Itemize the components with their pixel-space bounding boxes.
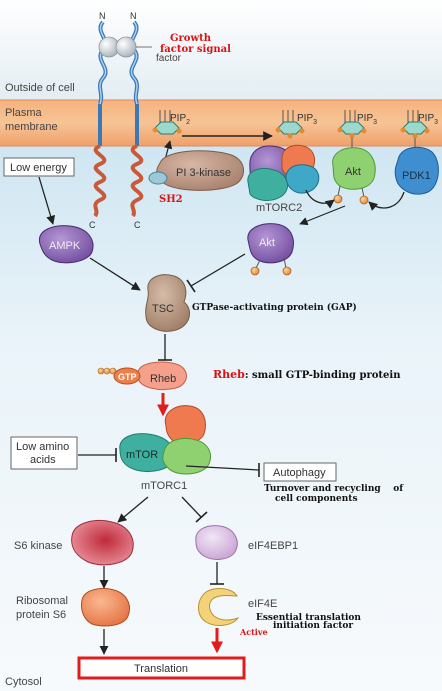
mtorc1-to-s6k-arrow — [117, 496, 149, 523]
sh2-label: SH2 — [159, 194, 183, 205]
eif4ebp1 — [195, 525, 238, 560]
growth-factor-ligand — [98, 36, 137, 58]
plasma-membrane-label-1: Plasma — [5, 107, 43, 119]
s6-kinase-label: S6 kinase — [14, 540, 62, 552]
akt-membrane-label: Akt — [345, 166, 361, 178]
gap-note: GTPase-activating protein (GAP) — [192, 302, 357, 313]
eif4e — [198, 588, 240, 626]
pip3-lipid-1 — [275, 110, 305, 139]
growth-factor-note-1: Growth — [170, 33, 212, 44]
mtorc2-complex — [247, 144, 320, 201]
akt-cytosolic — [247, 223, 294, 276]
tsc-complex — [145, 274, 191, 332]
s6-kinase — [71, 520, 134, 566]
plasma-membrane-band — [0, 100, 442, 146]
low-energy-box: Low energy — [3, 157, 75, 177]
eif4e-note-2: initiation factor — [273, 621, 353, 631]
pi3-kinase-label: PI 3-kinase — [176, 167, 231, 179]
eif4e-label: eIF4E — [248, 598, 277, 610]
ampk-label: AMPK — [49, 240, 81, 252]
pdk1-to-akt-arrow — [368, 191, 405, 211]
cytosol-label: Cytosol — [5, 676, 42, 688]
pip2-lipid — [152, 110, 182, 135]
ampk-to-tsc-arrow — [89, 257, 141, 291]
ribosomal-label-1: Ribosomal — [16, 595, 68, 607]
eif4e-note-1: Essential translation — [256, 613, 361, 623]
akt-inhibits-tsc — [190, 253, 246, 287]
gtp-label: GTP — [118, 372, 137, 382]
pip3-label-2: PIP3 — [357, 113, 377, 126]
receptor-n-terminal-left: N — [99, 11, 106, 21]
eif4ebp1-label: eIF4EBP1 — [248, 540, 298, 552]
akt-release-arrow — [299, 205, 346, 226]
pdk1-label: PDK1 — [402, 170, 431, 182]
ribosomal-label-2: protein S6 — [16, 609, 66, 621]
receptor-n-terminal-right: N — [130, 11, 137, 21]
autophagy-label: Autophagy — [273, 467, 326, 479]
plasma-membrane-label-2: membrane — [5, 121, 58, 133]
ampk — [38, 225, 94, 264]
pip3-label-3: PIP3 — [418, 113, 438, 126]
mtorc1-inhibits-autophagy — [185, 465, 260, 471]
pip3-lipid-2 — [337, 110, 367, 139]
pdk1 — [394, 138, 439, 195]
mtorc1-complex — [119, 405, 212, 475]
akt-cytosolic-label: Akt — [259, 237, 275, 249]
tsc-label: TSC — [152, 303, 174, 315]
mtorc1-label: mTORC1 — [141, 480, 187, 492]
translation-box: Translation — [77, 656, 246, 680]
extracellular-region — [0, 0, 442, 100]
outside-of-cell-label: Outside of cell — [5, 82, 75, 94]
factor-label: factor — [156, 53, 182, 64]
low-amino-acids-label-2: acids — [30, 454, 56, 466]
low-amino-acids-label-1: Low amino — [16, 441, 69, 453]
pip3-label-1: PIP3 — [297, 113, 317, 126]
growth-factor-receptor: N N C C — [89, 11, 144, 230]
translation-label: Translation — [134, 663, 188, 675]
ribosomal-protein-s6 — [81, 587, 130, 627]
autophagy-note-1: Turnover and recycling of — [264, 484, 404, 494]
akt-membrane — [332, 138, 376, 205]
mtorc2-to-akt-arrow — [305, 189, 335, 209]
low-energy-label: Low energy — [10, 162, 67, 174]
receptor-c-terminal-right: C — [134, 220, 141, 230]
growth-factor-note-2: factor signal — [160, 44, 231, 55]
mtorc1-inhibits-4ebp1 — [181, 496, 202, 518]
low-amino-acids-box: Low amino acids — [10, 436, 78, 470]
autophagy-box: Autophagy — [263, 462, 337, 482]
rheb-note: Rheb: small GTP-binding protein — [213, 368, 401, 381]
mtor-label: mTOR — [126, 449, 158, 461]
low-energy-to-ampk-arrow — [38, 176, 56, 225]
rheb-label: Rheb — [150, 373, 176, 385]
pi3-kinase — [148, 150, 244, 191]
eif4e-active-label: Active — [239, 627, 268, 637]
pip2-label: PIP2 — [170, 113, 190, 126]
receptor-c-terminal-left: C — [89, 220, 96, 230]
rheb-gtp — [97, 361, 187, 391]
pip3-lipid-3 — [400, 110, 430, 139]
autophagy-note-2: cell components — [275, 494, 358, 504]
mtorc2-label: mTORC2 — [256, 202, 302, 214]
